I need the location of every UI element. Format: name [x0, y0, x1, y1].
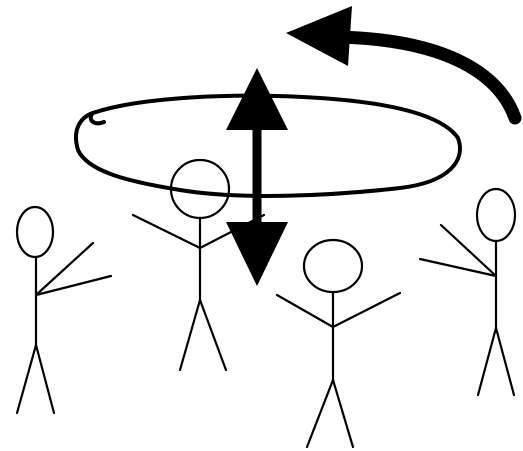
stick-figure-2-arm-left: [133, 215, 200, 248]
stick-figure-3-leg-right: [333, 380, 353, 447]
stick-figure-4-arm-upper: [441, 225, 496, 276]
stick-figure-3-arm-right: [333, 293, 400, 327]
stick-figure-3: [277, 240, 400, 447]
stick-figure-2-leg-right: [200, 300, 226, 370]
ring-overlap: [91, 114, 104, 123]
stick-figure-4-arm-lower: [420, 259, 496, 276]
stick-figure-1-head: [17, 207, 53, 257]
stick-figure-3-arm-left: [277, 295, 333, 327]
vertical-arrow-icon: [226, 68, 288, 286]
stick-figure-4-head: [477, 189, 515, 241]
stick-figure-4-leg-right: [496, 328, 514, 395]
vertical-arrow-up-head: [226, 68, 288, 130]
stick-figure-4-leg-left: [478, 328, 496, 395]
curved-arrow-icon: [286, 6, 515, 118]
curved-arrow-head: [286, 6, 352, 66]
curved-arrow-shaft: [340, 37, 515, 118]
stick-figure-1-leg-left: [17, 345, 36, 413]
stick-figure-4: [420, 189, 515, 395]
stick-figure-3-head: [304, 240, 362, 292]
vertical-arrow-down-head: [226, 222, 288, 286]
stick-figure-1-leg-right: [36, 345, 54, 413]
stick-figure-3-leg-left: [307, 380, 333, 447]
stick-figure-2-leg-left: [180, 300, 200, 370]
stick-figure-1: [17, 207, 111, 413]
